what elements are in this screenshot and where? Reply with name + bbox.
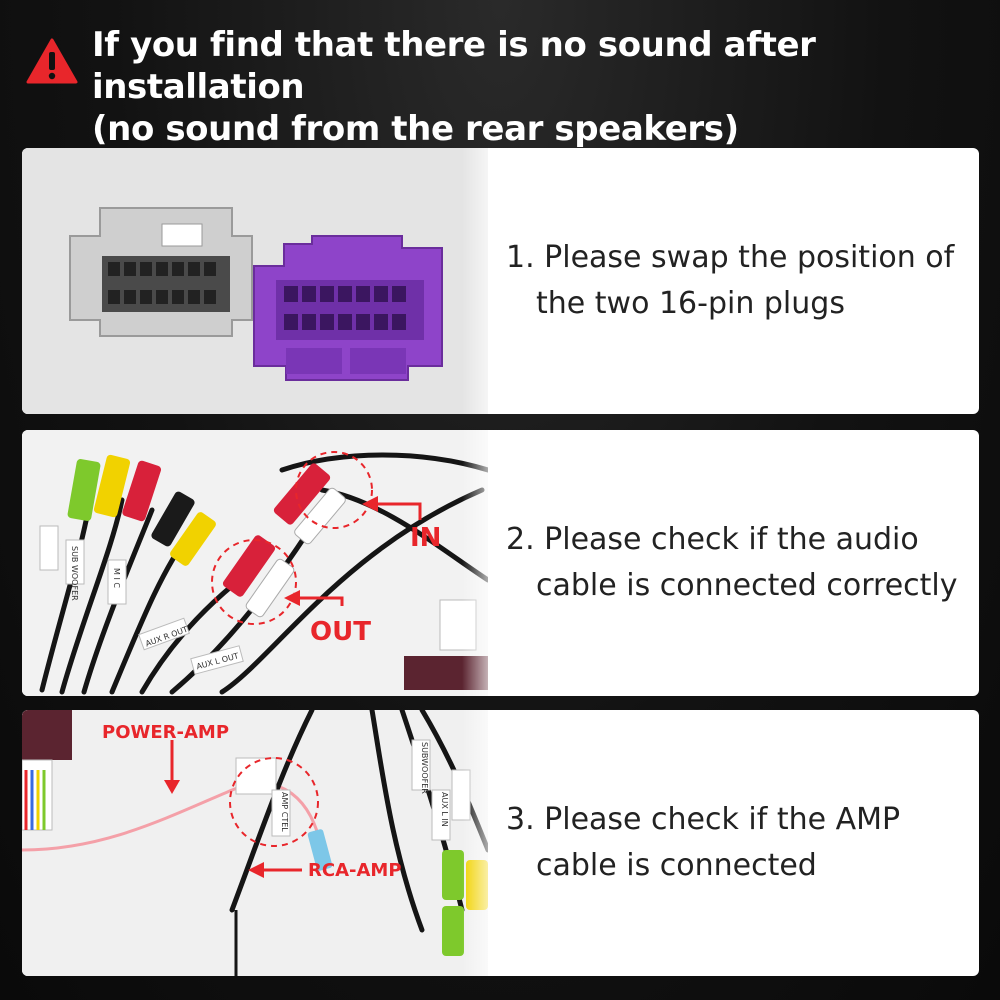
page-title: If you find that there is no sound after…: [92, 24, 992, 150]
step-1-line-1: 1. Please swap the position of: [506, 240, 955, 275]
in-label: IN: [410, 523, 441, 553]
purple-plug-icon: [253, 235, 443, 381]
audio-cables-illustration: SUB WOOFER M I C AUX R OUT AUX L OUT IN …: [22, 430, 488, 696]
step-2-line-1: 2. Please check if the audio: [506, 522, 919, 557]
step-2-line-2: cable is connected correctly: [536, 568, 958, 603]
grey-plug-icon: [69, 207, 253, 337]
step-text-2: 2. Please check if the audio cable is co…: [506, 430, 976, 696]
header: If you find that there is no sound after…: [0, 0, 1000, 149]
tag-mic: M I C: [112, 568, 121, 588]
amp-cables-illustration: AMP CTEL SUBWOOFER AUX L IN POWER-AMP RC…: [22, 710, 488, 976]
in-arrow-icon: [372, 502, 422, 520]
step-3-line-2: cable is connected: [536, 848, 817, 883]
warning-icon: [26, 38, 78, 84]
audio-cable-photo: SUB WOOFER M I C AUX R OUT AUX L OUT IN …: [22, 430, 488, 696]
tag-amp-ctel: AMP CTEL: [280, 792, 289, 832]
plugs-illustration: [22, 148, 488, 414]
power-amp-label: POWER-AMP: [102, 722, 229, 743]
amp-highlight-circle: [229, 757, 319, 847]
step-text-3: 3. Please check if the AMP cable is conn…: [506, 710, 976, 976]
step-1-line-2: the two 16-pin plugs: [536, 286, 845, 321]
tag-subwoofer: SUBWOOFER: [420, 742, 429, 794]
out-arrow-icon: [296, 596, 344, 606]
out-highlight-circle: [211, 539, 297, 625]
title-line-2: (no sound from the rear speakers): [92, 109, 739, 149]
tag-aux-l-in: AUX L IN: [440, 792, 449, 827]
step-text-1: 1. Please swap the position of the two 1…: [506, 148, 976, 414]
step-3-line-1: 3. Please check if the AMP: [506, 802, 901, 837]
step-panel-1: 1. Please swap the position of the two 1…: [22, 148, 979, 414]
rca-amp-label: RCA-AMP: [308, 860, 402, 881]
out-label: OUT: [310, 617, 371, 647]
amp-cable-photo: AMP CTEL SUBWOOFER AUX L IN POWER-AMP RC…: [22, 710, 488, 976]
title-line-1: If you find that there is no sound after…: [92, 25, 816, 107]
step-panel-2: SUB WOOFER M I C AUX R OUT AUX L OUT IN …: [22, 430, 979, 696]
step-panel-3: AMP CTEL SUBWOOFER AUX L IN POWER-AMP RC…: [22, 710, 979, 976]
amp-connector-box: [22, 710, 72, 760]
in-highlight-circle: [295, 451, 373, 529]
rca-plugs-icon: [67, 454, 346, 618]
plug-photo: [22, 148, 488, 414]
tag-sub-woofer: SUB WOOFER: [70, 546, 79, 601]
